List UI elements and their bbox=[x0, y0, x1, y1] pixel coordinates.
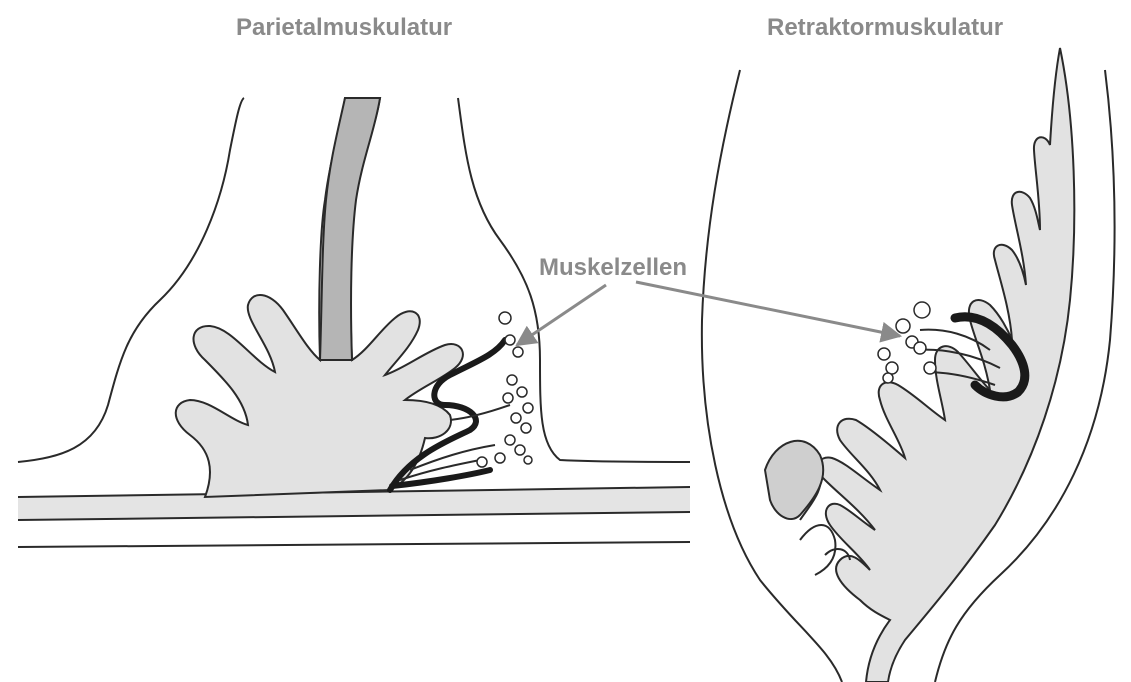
retractor-section bbox=[702, 48, 1115, 682]
right-lobe-fill bbox=[765, 441, 823, 519]
left-layer-line-3 bbox=[18, 542, 690, 547]
left-gastric-mass bbox=[176, 98, 463, 497]
callout-arrow-right bbox=[636, 282, 900, 336]
right-gastric-column bbox=[818, 48, 1075, 682]
callout-arrows bbox=[517, 282, 900, 345]
right-muscle-cells bbox=[878, 302, 936, 383]
right-outline-left bbox=[702, 70, 842, 682]
parietal-section bbox=[18, 98, 690, 547]
callout-label: Muskelzellen bbox=[539, 254, 687, 282]
left-central-channel bbox=[320, 98, 380, 360]
title-retractor: Retraktormuskulatur bbox=[767, 14, 1003, 42]
title-parietal: Parietalmuskulatur bbox=[236, 14, 452, 42]
left-muscle-cells bbox=[477, 312, 533, 467]
